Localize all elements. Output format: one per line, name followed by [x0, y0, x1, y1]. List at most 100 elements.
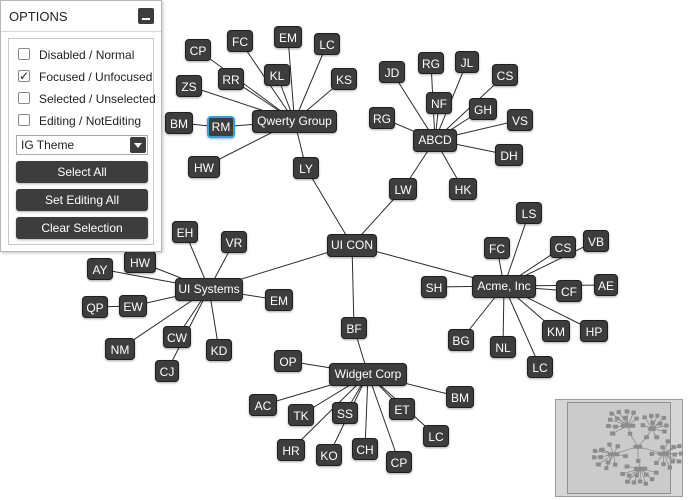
checkbox-icon[interactable]	[18, 48, 30, 60]
graph-node[interactable]: BG	[448, 329, 474, 351]
checkbox-icon[interactable]	[18, 68, 30, 84]
graph-edge	[294, 43, 328, 122]
graph-node[interactable]: VR	[221, 231, 247, 253]
graph-node[interactable]: HP	[580, 320, 608, 342]
graph-node[interactable]: CS	[492, 64, 518, 86]
overview-node	[635, 458, 641, 463]
graph-node[interactable]: EM	[274, 26, 302, 48]
graph-node[interactable]: CP	[386, 451, 412, 473]
overview-edge	[627, 468, 641, 482]
graph-node[interactable]: FC	[227, 30, 253, 52]
overview-node	[605, 460, 611, 465]
overview-node	[667, 465, 673, 470]
theme-dropdown[interactable]: IG Theme	[16, 135, 148, 155]
overview-node	[615, 416, 620, 421]
graph-node[interactable]: LC	[527, 356, 553, 378]
overview-node	[625, 479, 630, 484]
graph-node[interactable]: LC	[314, 33, 340, 55]
graph-node[interactable]: FC	[484, 237, 510, 259]
overview-node	[671, 445, 676, 450]
select-all-button[interactable]: Select All	[16, 161, 148, 183]
graph-node[interactable]: QP	[82, 296, 108, 318]
graph-node[interactable]: RG	[418, 52, 444, 74]
graph-node[interactable]: KS	[331, 68, 357, 90]
overview-node	[649, 413, 654, 418]
overview-edge	[640, 468, 647, 484]
graph-node[interactable]: NM	[105, 338, 135, 360]
graph-node[interactable]: KL	[264, 64, 290, 86]
graph-node[interactable]: EM	[265, 289, 293, 311]
graph-node[interactable]: SH	[421, 276, 447, 298]
graph-node[interactable]: TK	[288, 404, 314, 426]
graph-node[interactable]: CJ	[155, 360, 179, 382]
graph-node[interactable]: KM	[542, 320, 570, 342]
graph-node[interactable]: VS	[507, 109, 533, 131]
graph-node[interactable]: EH	[172, 221, 198, 243]
graph-node-hub[interactable]: Acme, Inc	[472, 275, 536, 298]
chevron-down-icon[interactable]	[130, 137, 146, 153]
graph-node[interactable]: CS	[550, 236, 576, 258]
graph-node[interactable]: AC	[249, 394, 277, 416]
clear-selection-button[interactable]: Clear Selection	[16, 217, 148, 239]
graph-node[interactable]: GH	[469, 98, 497, 120]
graph-edge	[367, 373, 400, 463]
graph-node[interactable]: LC	[423, 425, 449, 447]
graph-node[interactable]: JD	[379, 61, 405, 83]
graph-node[interactable]: EW	[119, 295, 147, 317]
overview-node	[672, 452, 677, 457]
overview-node	[648, 426, 656, 431]
graph-node[interactable]: NF	[426, 92, 452, 114]
overview-node	[676, 459, 682, 464]
graph-node-hub[interactable]: Qwerty Group	[252, 110, 337, 133]
graph-node[interactable]: AE	[594, 274, 618, 296]
graph-node[interactable]: AY	[87, 258, 113, 280]
graph-node[interactable]: RG	[369, 107, 395, 129]
graph-node[interactable]: ET	[389, 398, 415, 420]
graph-node[interactable]: JL	[455, 51, 479, 73]
graph-node[interactable]: BF	[341, 317, 367, 339]
collapse-icon[interactable]	[138, 8, 154, 24]
overview-node	[654, 460, 659, 465]
overview-node	[649, 451, 654, 456]
set-editing-all-button[interactable]: Set Editing All	[16, 189, 148, 211]
graph-node[interactable]: RM	[207, 116, 235, 138]
graph-node[interactable]: KD	[206, 339, 232, 361]
graph-node-hub[interactable]: UI Systems	[175, 278, 243, 301]
graph-node[interactable]: HW	[124, 251, 156, 273]
graph-node[interactable]: HK	[449, 178, 477, 200]
graph-node[interactable]: DH	[495, 144, 523, 166]
graph-node[interactable]: CH	[352, 438, 378, 460]
checkbox-icon[interactable]	[18, 92, 30, 104]
graph-node-hub[interactable]: UI CON	[327, 234, 377, 257]
graph-node[interactable]: CW	[163, 326, 191, 348]
options-body: Disabled / Normal Focused / Unfocused Se…	[8, 38, 156, 245]
graph-edge	[391, 71, 436, 141]
checkbox-icon[interactable]	[18, 114, 30, 126]
graph-node-hub[interactable]: Widget Corp	[329, 363, 407, 386]
graph-node[interactable]: VB	[583, 230, 609, 252]
overview-node	[613, 462, 618, 467]
graph-node[interactable]: CF	[556, 280, 582, 302]
graph-node[interactable]: BM	[446, 386, 474, 408]
graph-edge	[290, 373, 369, 451]
graph-node-hub[interactable]: ABCD	[413, 129, 457, 152]
graph-node[interactable]: HR	[277, 439, 305, 461]
graph-node[interactable]: CP	[185, 39, 211, 61]
graph-node[interactable]: RR	[218, 68, 244, 90]
overview-node	[623, 454, 628, 459]
overview-minimap[interactable]	[555, 399, 684, 497]
overview-node	[620, 423, 636, 428]
graph-node[interactable]: LS	[516, 202, 542, 224]
overview-node	[591, 455, 597, 460]
graph-node[interactable]: ZS	[176, 75, 202, 97]
graph-node[interactable]: HW	[188, 156, 220, 178]
graph-node[interactable]: SS	[332, 402, 358, 424]
graph-node[interactable]: LW	[389, 178, 417, 200]
graph-node[interactable]: LY	[293, 157, 319, 179]
graph-node[interactable]: KO	[316, 444, 342, 466]
graph-edge	[503, 212, 530, 287]
graph-node[interactable]: NL	[490, 336, 516, 358]
graph-node[interactable]: OP	[274, 350, 302, 372]
graph-node[interactable]: BM	[165, 112, 193, 134]
overview-node	[607, 417, 613, 422]
